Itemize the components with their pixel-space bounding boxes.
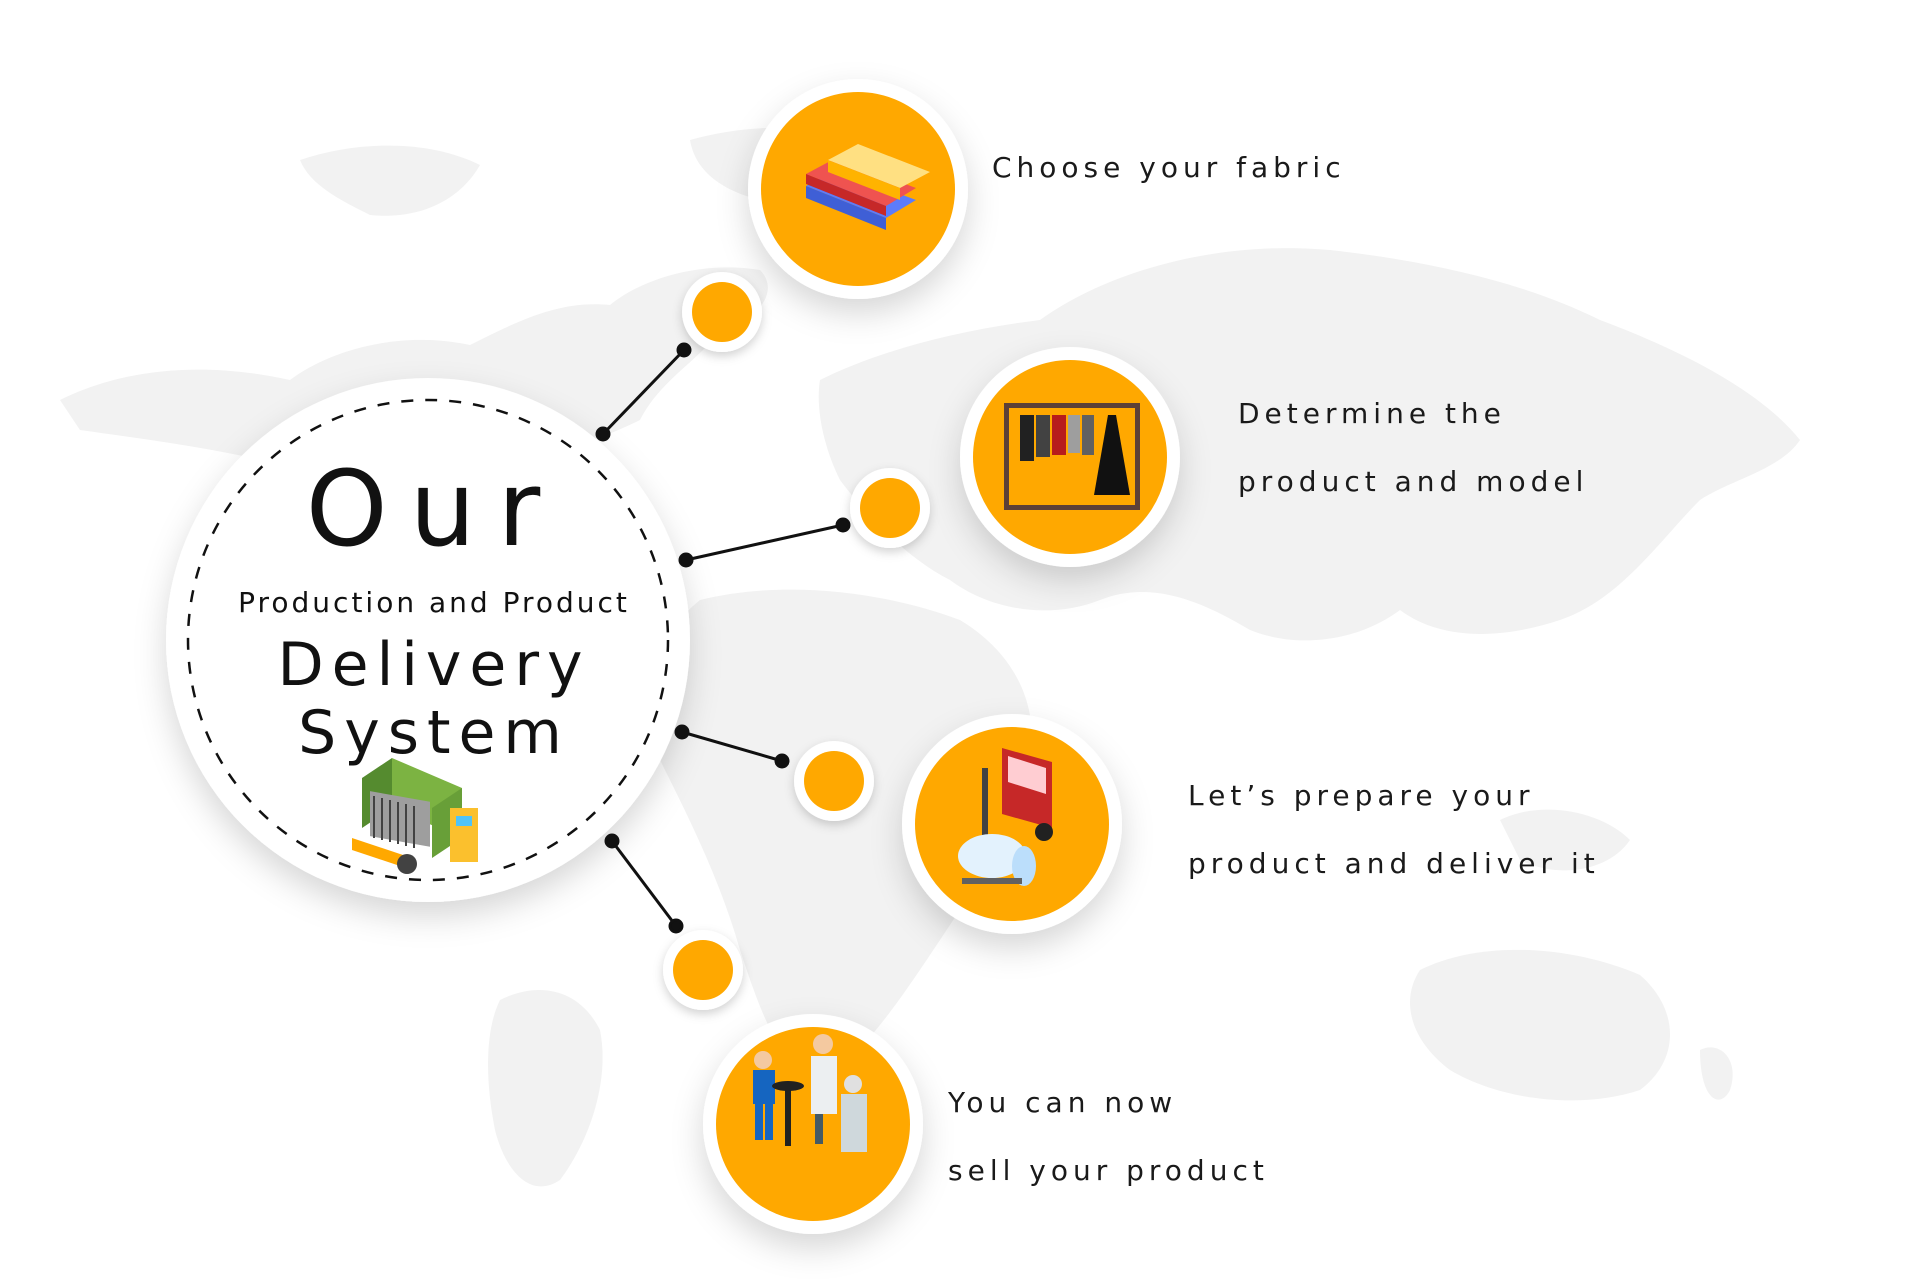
node-1 xyxy=(682,272,762,352)
hub-dashed-ring xyxy=(186,398,670,882)
step-2-circle xyxy=(960,347,1180,567)
hub xyxy=(166,378,690,902)
step-3-circle xyxy=(902,714,1122,934)
connector-1 xyxy=(601,348,686,436)
connector-4 xyxy=(610,840,678,927)
node-3 xyxy=(794,741,874,821)
loom-machine-icon xyxy=(352,758,478,874)
connectors xyxy=(595,342,851,934)
sales-meeting-icon xyxy=(753,1034,867,1152)
clothing-rack-icon xyxy=(1004,403,1140,510)
step-4-circle xyxy=(703,1014,923,1234)
step-1-label: Choose your fabric xyxy=(992,151,1346,184)
node-4 xyxy=(663,930,743,1010)
forklift-icon xyxy=(958,748,1053,886)
fabric-stack-icon xyxy=(806,144,930,230)
connector-2 xyxy=(685,523,844,562)
step-4-label: You can now sell your product xyxy=(948,1086,1269,1187)
step-2-label: Determine the product and model xyxy=(1238,397,1589,498)
step-1-circle xyxy=(748,79,968,299)
node-2 xyxy=(850,468,930,548)
nodes xyxy=(663,272,930,1010)
step-3-label: Let’s prepare your product and deliver i… xyxy=(1188,779,1600,880)
connector-3 xyxy=(681,730,783,763)
